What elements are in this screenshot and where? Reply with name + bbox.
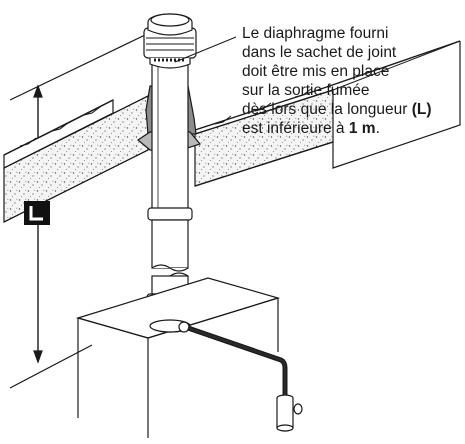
installation-note: Le diaphragme fourni dans le sachet de j… [242,24,462,138]
note-leader-line [174,36,237,63]
dimension-symbol-icon [29,206,43,221]
note-line-1: Le diaphragme fourni [242,25,389,42]
boiler-casing [75,277,281,438]
note-line-5: dès lors que la longueur (L) [242,101,432,118]
dimension-label-l: L [24,201,50,225]
note-line-3: doit être mis en place [242,63,390,80]
note-line-4: sur la sortie fumée [242,82,370,99]
note-line-6: est inférieure à 1 m. [242,120,380,137]
terminal-cap [143,13,197,69]
note-line-2: dans le sachet de joint [242,44,397,61]
condensate-hose [178,321,303,432]
roof-section [3,40,461,223]
